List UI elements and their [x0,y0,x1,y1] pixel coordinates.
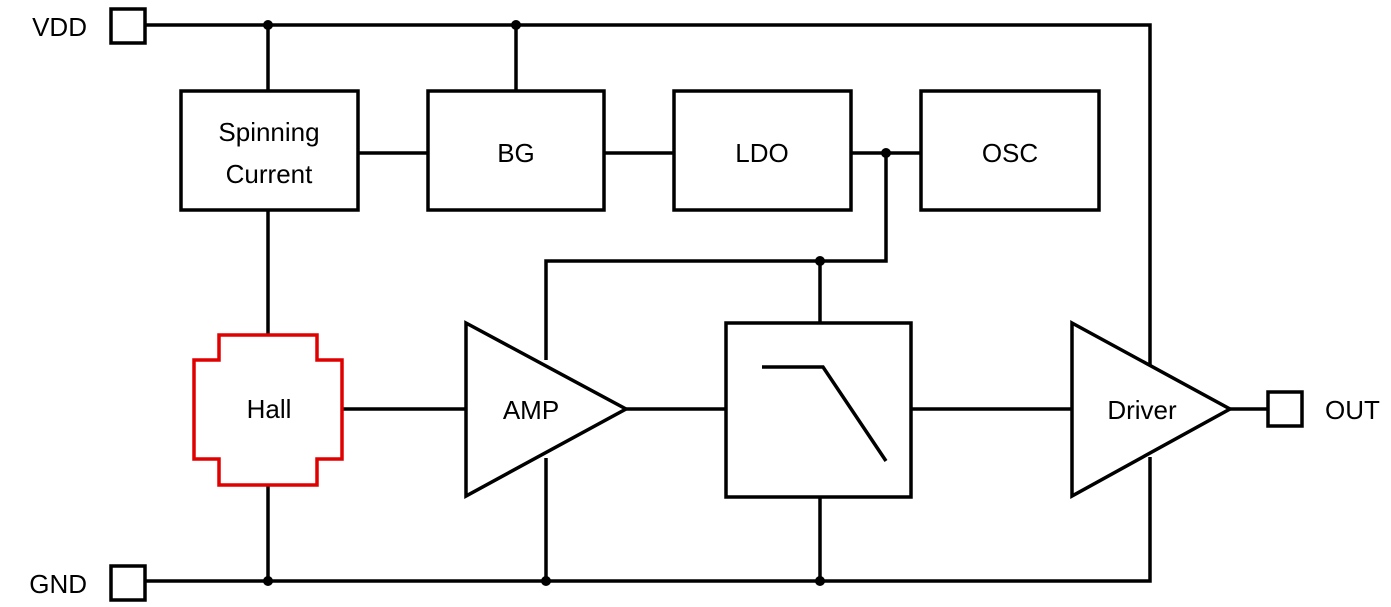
ldo-block: LDO [672,89,853,212]
amp-label: AMP [503,395,559,425]
hall-sensor-outline [192,333,344,487]
pin-vdd: VDD [32,7,147,45]
hall-label: Hall [247,394,292,424]
filter-box [724,321,913,499]
driver-triangle [1070,320,1234,499]
pin-out: OUT [1266,390,1380,428]
bg-block: BG [426,89,606,212]
pin-out-square [1266,390,1304,428]
bg-box [426,89,606,212]
osc-block: OSC [919,89,1101,212]
ldo-box [672,89,853,212]
pin-out-label: OUT [1325,395,1380,425]
wires [146,23,1268,583]
spinning-current-label-line2: Current [226,159,313,189]
junction-dot [511,20,521,30]
osc-label: OSC [982,138,1038,168]
wire-ldo-bus [544,153,888,360]
junction-dot [881,148,891,158]
pin-vdd-label: VDD [32,12,87,42]
junction-dot [263,20,273,30]
ldo-label: LDO [735,138,788,168]
junction-dot [815,256,825,266]
junctions [263,20,891,586]
spinning-current-box [179,89,360,212]
hall-sensor-block: Hall [192,333,344,487]
spinning-current-label-line1: Spinning [218,117,319,147]
lowpass-filter-block [724,321,913,499]
pin-gnd: GND [29,564,147,602]
driver-block: Driver [1070,320,1234,499]
osc-box [919,89,1101,212]
junction-dot [815,576,825,586]
amp-triangle [464,320,630,499]
gnd-rail [146,457,1152,583]
junction-dot [263,576,273,586]
pin-vdd-square [109,7,147,45]
spinning-current-block: Spinning Current [179,89,360,212]
driver-label: Driver [1107,395,1177,425]
pin-gnd-label: GND [29,569,87,599]
junction-dot [541,576,551,586]
pin-gnd-square [109,564,147,602]
amp-block: AMP [464,320,630,499]
bg-label: BG [497,138,535,168]
lowpass-response-icon [762,365,888,462]
vdd-rail [146,23,1152,365]
